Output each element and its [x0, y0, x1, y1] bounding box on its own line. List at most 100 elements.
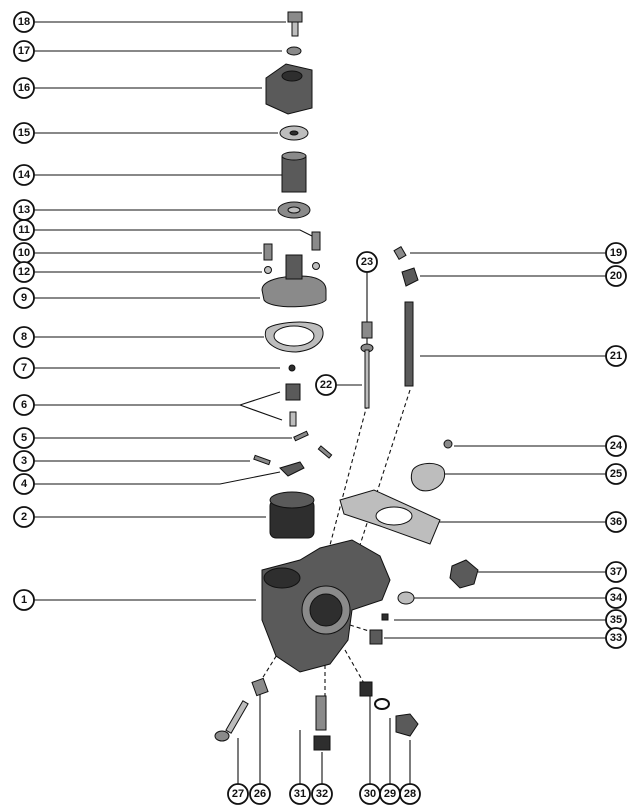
part-8-gasket [264, 321, 324, 353]
callout-37: 37 [605, 561, 627, 583]
svg-text:12: 12 [18, 266, 30, 278]
svg-text:10: 10 [18, 247, 30, 259]
part-5-float-pin [293, 430, 309, 442]
part-23-spring [361, 321, 373, 339]
svg-text:11: 11 [18, 224, 30, 236]
part-11-screw [311, 231, 321, 251]
part-1-carburetor-body [261, 539, 391, 673]
svg-text:20: 20 [610, 270, 622, 282]
callout-27: 27 [227, 783, 249, 805]
callout-16: 16 [13, 77, 35, 99]
callout-14: 14 [13, 164, 35, 186]
part-27-idle-screw [214, 700, 249, 742]
svg-text:23: 23 [361, 256, 373, 268]
callout-4: 4 [13, 473, 35, 495]
svg-text:32: 32 [316, 788, 328, 800]
part-16-fuel-bowl-cover [265, 63, 313, 115]
part-21-throttle-shaft [404, 301, 414, 387]
svg-text:13: 13 [18, 204, 30, 216]
part-30-fitting [359, 681, 373, 697]
callout-9: 9 [13, 287, 35, 309]
callout-11: 11 [13, 219, 35, 241]
part-6-inlet-needle [289, 411, 297, 427]
part-24-screw [443, 439, 453, 449]
callout-22: 22 [315, 374, 337, 396]
svg-text:1: 1 [21, 594, 27, 606]
callout-29: 29 [379, 783, 401, 805]
callout-1: 1 [13, 589, 35, 611]
svg-text:24: 24 [610, 440, 623, 452]
part-34-disc [397, 591, 415, 605]
part-17-washer [286, 46, 302, 56]
callout-12: 12 [13, 261, 35, 283]
callout-15: 15 [13, 122, 35, 144]
part-35-plug [381, 613, 389, 621]
part-3-pin [253, 454, 271, 466]
part-20-bracket [401, 267, 419, 287]
svg-text:19: 19 [610, 247, 622, 259]
svg-text:34: 34 [610, 592, 623, 604]
svg-text:4: 4 [21, 478, 28, 490]
callout-7: 7 [13, 357, 35, 379]
callout-18: 18 [13, 11, 35, 33]
callout-34: 34 [605, 587, 627, 609]
svg-text:3: 3 [21, 455, 27, 467]
callout-bubbles: 18 17 16 15 14 13 11 10 12 9 8 7 6 5 3 4… [13, 11, 627, 805]
callout-13: 13 [13, 199, 35, 221]
callout-8: 8 [13, 326, 35, 348]
part-7-ball [288, 364, 296, 372]
part-33-fitting [369, 629, 383, 645]
svg-text:7: 7 [21, 362, 27, 374]
svg-text:33: 33 [610, 632, 622, 644]
part-9-float-chamber-cover [261, 254, 327, 308]
part-18-screw [287, 11, 303, 37]
part-25-cover-plate [410, 463, 446, 492]
svg-text:2: 2 [21, 511, 27, 523]
callout-10: 10 [13, 242, 35, 264]
svg-text:29: 29 [384, 788, 396, 800]
svg-text:30: 30 [364, 788, 376, 800]
callout-32: 32 [311, 783, 333, 805]
parts [214, 11, 479, 751]
svg-text:35: 35 [610, 614, 622, 626]
part-10-screw [263, 243, 273, 261]
callout-17: 17 [13, 40, 35, 62]
callout-31: 31 [289, 783, 311, 805]
svg-text:22: 22 [320, 379, 332, 391]
callout-3: 3 [13, 450, 35, 472]
part-26-spring [251, 677, 269, 697]
part-2-float [269, 491, 315, 539]
callout-24: 24 [605, 435, 627, 457]
svg-text:28: 28 [404, 788, 416, 800]
svg-text:25: 25 [610, 468, 622, 480]
svg-text:37: 37 [610, 566, 622, 578]
svg-text:36: 36 [610, 516, 622, 528]
callout-2: 2 [13, 506, 35, 528]
callout-19: 19 [605, 242, 627, 264]
callout-5: 5 [13, 427, 35, 449]
svg-text:27: 27 [232, 788, 244, 800]
callout-30: 30 [359, 783, 381, 805]
part-14-filter-screen [281, 151, 307, 193]
part-22-idle-mixture-screw [360, 343, 374, 409]
part-6-inlet-seat [285, 383, 301, 401]
callout-36: 36 [605, 511, 627, 533]
svg-text:14: 14 [18, 169, 31, 181]
svg-text:18: 18 [18, 16, 30, 28]
part-32-plug [313, 735, 331, 751]
callout-35: 35 [605, 609, 627, 631]
part-29-o-ring [374, 698, 390, 710]
part-4-float-lever [279, 461, 305, 477]
leader-lines [34, 21, 606, 784]
part-31-main-jet [315, 695, 327, 731]
part-12-lockwasher [264, 266, 272, 274]
svg-text:26: 26 [254, 788, 266, 800]
callout-25: 25 [605, 463, 627, 485]
callout-23: 23 [356, 251, 378, 273]
svg-text:8: 8 [21, 331, 27, 343]
part-28-drain-plug [395, 713, 419, 737]
svg-text:15: 15 [18, 127, 30, 139]
callout-28: 28 [399, 783, 421, 805]
part-19-screw [393, 245, 407, 261]
part-36-flange-gasket [339, 489, 441, 545]
